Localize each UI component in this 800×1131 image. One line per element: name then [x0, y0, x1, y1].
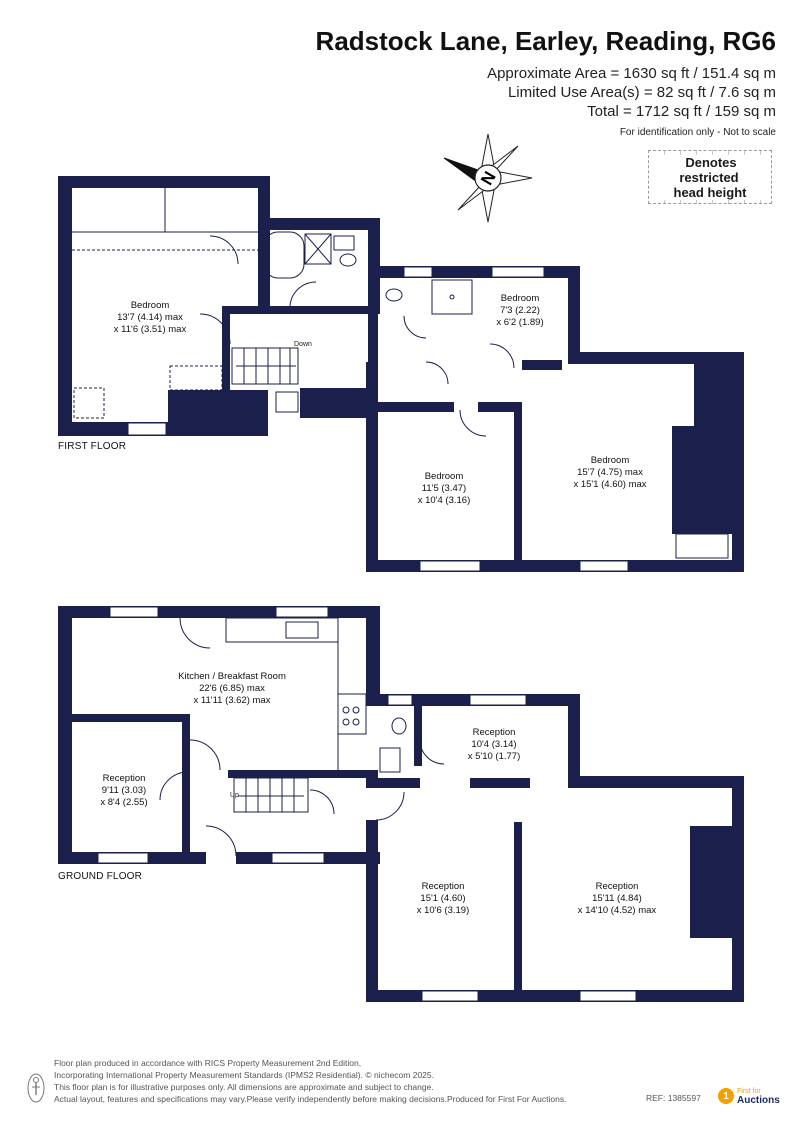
scale-note: For identification only - Not to scale — [619, 127, 776, 138]
room-dim-2: x 5'10 (1.77) — [467, 751, 521, 762]
room-dim-2: x 11'11 (3.62) max — [193, 695, 271, 706]
reference-number: REF: 1385597 — [646, 1093, 701, 1103]
room-ground-reception-4: Reception 15'11 (4.84) x 14'10 (4.52) ma… — [578, 881, 656, 917]
disclaimer-line: Actual layout, features and specificatio… — [54, 1094, 567, 1104]
room-dim-1: 15'7 (4.75) max — [577, 467, 643, 478]
area-summary: Approximate Area = 1630 sq ft / 151.4 sq… — [487, 64, 776, 121]
disclaimer-line: Floor plan produced in accordance with R… — [54, 1058, 362, 1068]
first-floor-label: FIRST FLOOR — [58, 441, 127, 452]
disclaimer-line: This floor plan is for illustrative purp… — [54, 1082, 434, 1092]
property-address-title: Radstock Lane, Earley, Reading, RG6 — [315, 26, 776, 56]
person-in-circle-icon — [27, 1073, 45, 1103]
brand-top-text: First for — [737, 1088, 761, 1095]
room-dim-1: 9'11 (3.03) — [101, 785, 147, 796]
room-name: Reception — [595, 881, 639, 892]
room-first-bedroom-4: Bedroom 15'7 (4.75) max x 15'1 (4.60) ma… — [573, 455, 646, 491]
room-name: Reception — [102, 773, 146, 784]
stair-up-label: Up — [230, 792, 239, 799]
room-dim-1: 13'7 (4.14) max — [117, 312, 183, 323]
room-dim-2: x 8'4 (2.55) — [100, 797, 148, 808]
room-dim-2: x 10'6 (3.19) — [416, 905, 470, 916]
room-first-bedroom-3: Bedroom 11'5 (3.47) x 10'4 (3.16) — [418, 471, 471, 507]
disclaimer-text: Floor plan produced in accordance with R… — [54, 1057, 566, 1105]
room-name: Reception — [472, 727, 516, 738]
ground-floor-staircase — [233, 777, 309, 813]
limited-use-area: Limited Use Area(s) = 82 sq ft / 7.6 sq … — [507, 84, 776, 101]
room-ground-reception-1: Reception 9'11 (3.03) x 8'4 (2.55) — [100, 773, 147, 809]
ground-floor-windows — [97, 606, 637, 1002]
first-floor-walls — [58, 176, 744, 572]
room-dim-2: x 15'1 (4.60) max — [573, 479, 647, 490]
room-first-bedroom-2: Bedroom 7'3 (2.22) x 6'2 (1.89) — [496, 293, 543, 329]
room-dim-1: 15'1 (4.60) — [420, 893, 466, 904]
approximate-area: Approximate Area = 1630 sq ft / 151.4 sq… — [487, 65, 776, 82]
brand-logo-icon: 1 — [718, 1088, 734, 1104]
room-dim-1: 7'3 (2.22) — [500, 305, 540, 316]
first-floor-fittings — [72, 188, 729, 559]
room-dim-2: x 11'6 (3.51) max — [113, 324, 187, 335]
ground-floor-fittings — [159, 617, 445, 857]
room-first-bedroom-1: Bedroom 13'7 (4.14) max x 11'6 (3.51) ma… — [114, 300, 186, 336]
room-dim-2: x 6'2 (1.89) — [496, 317, 544, 328]
ground-floor-label: GROUND FLOOR — [58, 871, 143, 882]
room-name: Bedroom — [424, 471, 464, 482]
room-dim-1: 15'11 (4.84) — [592, 893, 642, 904]
room-dim-1: 22'6 (6.85) max — [199, 683, 265, 694]
first-floor-windows — [127, 266, 629, 572]
room-dim-2: x 10'4 (3.16) — [417, 495, 471, 506]
room-name: Reception — [421, 881, 465, 892]
disclaimer-line: Incorporating International Property Mea… — [54, 1070, 434, 1080]
brand-bottom-text: Auctions — [737, 1095, 780, 1106]
total-area: Total = 1712 sq ft / 159 sq m — [587, 103, 776, 120]
room-name: Bedroom — [590, 455, 630, 466]
compass-rose-icon: N — [443, 133, 533, 223]
room-ground-reception-2: Reception 10'4 (3.14) x 5'10 (1.77) — [468, 727, 521, 763]
room-dim-2: x 14'10 (4.52) max — [577, 905, 657, 916]
first-floor-staircase — [231, 347, 299, 385]
first-for-auctions-logo: 1 First for Auctions — [718, 1087, 780, 1106]
room-dim-1: 10'4 (3.14) — [471, 739, 517, 750]
room-kitchen-breakfast: Kitchen / Breakfast Room 22'6 (6.85) max… — [178, 671, 286, 707]
room-name: Kitchen / Breakfast Room — [178, 671, 286, 682]
legend-line-1: Denotes restricted — [679, 154, 741, 185]
legend-line-2: head height — [671, 184, 749, 200]
stair-down-label: Down — [294, 341, 312, 348]
room-ground-reception-3: Reception 15'1 (4.60) x 10'6 (3.19) — [417, 881, 470, 917]
room-name: Bedroom — [130, 300, 170, 311]
room-dim-1: 11'5 (3.47) — [421, 483, 467, 494]
room-name: Bedroom — [500, 293, 540, 304]
